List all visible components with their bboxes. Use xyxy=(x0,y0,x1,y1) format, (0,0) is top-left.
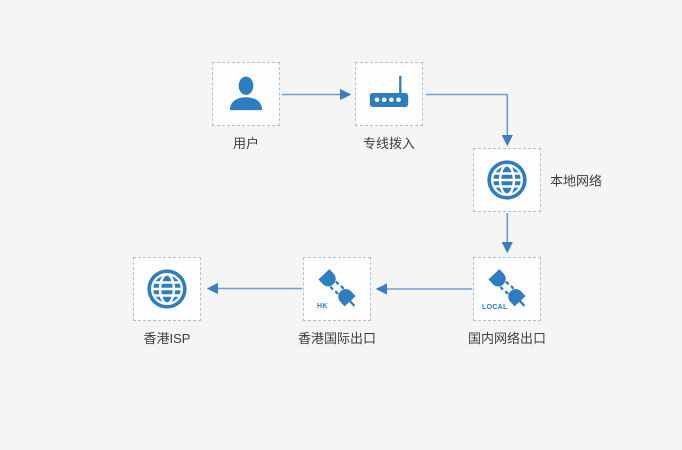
node-hk-isp-label: 香港ISP xyxy=(143,331,191,346)
globe-icon xyxy=(144,266,190,312)
node-leased-line-dialin: 专线拨入 xyxy=(355,62,423,151)
user-icon xyxy=(224,72,268,116)
domestic-exit-box: LOCAL xyxy=(473,257,541,321)
hk-exit-box: HK xyxy=(303,257,371,321)
globe-icon xyxy=(484,157,530,203)
node-hk-exit-label: 香港国际出口 xyxy=(297,331,377,346)
node-user: 用户 xyxy=(212,62,280,151)
hk-exit-tag: HK xyxy=(317,303,328,310)
dialin-box xyxy=(355,62,423,126)
node-hk-isp: 香港ISP xyxy=(133,257,201,346)
node-local-network: 本地网络 xyxy=(473,148,602,212)
plug-icon xyxy=(487,269,527,309)
node-domestic-exit-label: 国内网络出口 xyxy=(467,331,547,346)
node-user-label: 用户 xyxy=(232,136,260,151)
local-network-box xyxy=(473,148,541,212)
node-local-network-label: 本地网络 xyxy=(550,173,603,189)
plug-icon xyxy=(317,269,357,309)
node-domestic-network-exit: LOCAL 国内网络出口 xyxy=(468,257,546,346)
node-hk-international-exit: HK 香港国际出口 xyxy=(298,257,376,346)
user-box xyxy=(212,62,280,126)
router-icon xyxy=(366,71,412,117)
node-dialin-label: 专线拨入 xyxy=(362,136,416,151)
hk-isp-box xyxy=(133,257,201,321)
domestic-exit-tag: LOCAL xyxy=(482,304,508,311)
arrow-dialin-to-local-network xyxy=(426,93,513,147)
